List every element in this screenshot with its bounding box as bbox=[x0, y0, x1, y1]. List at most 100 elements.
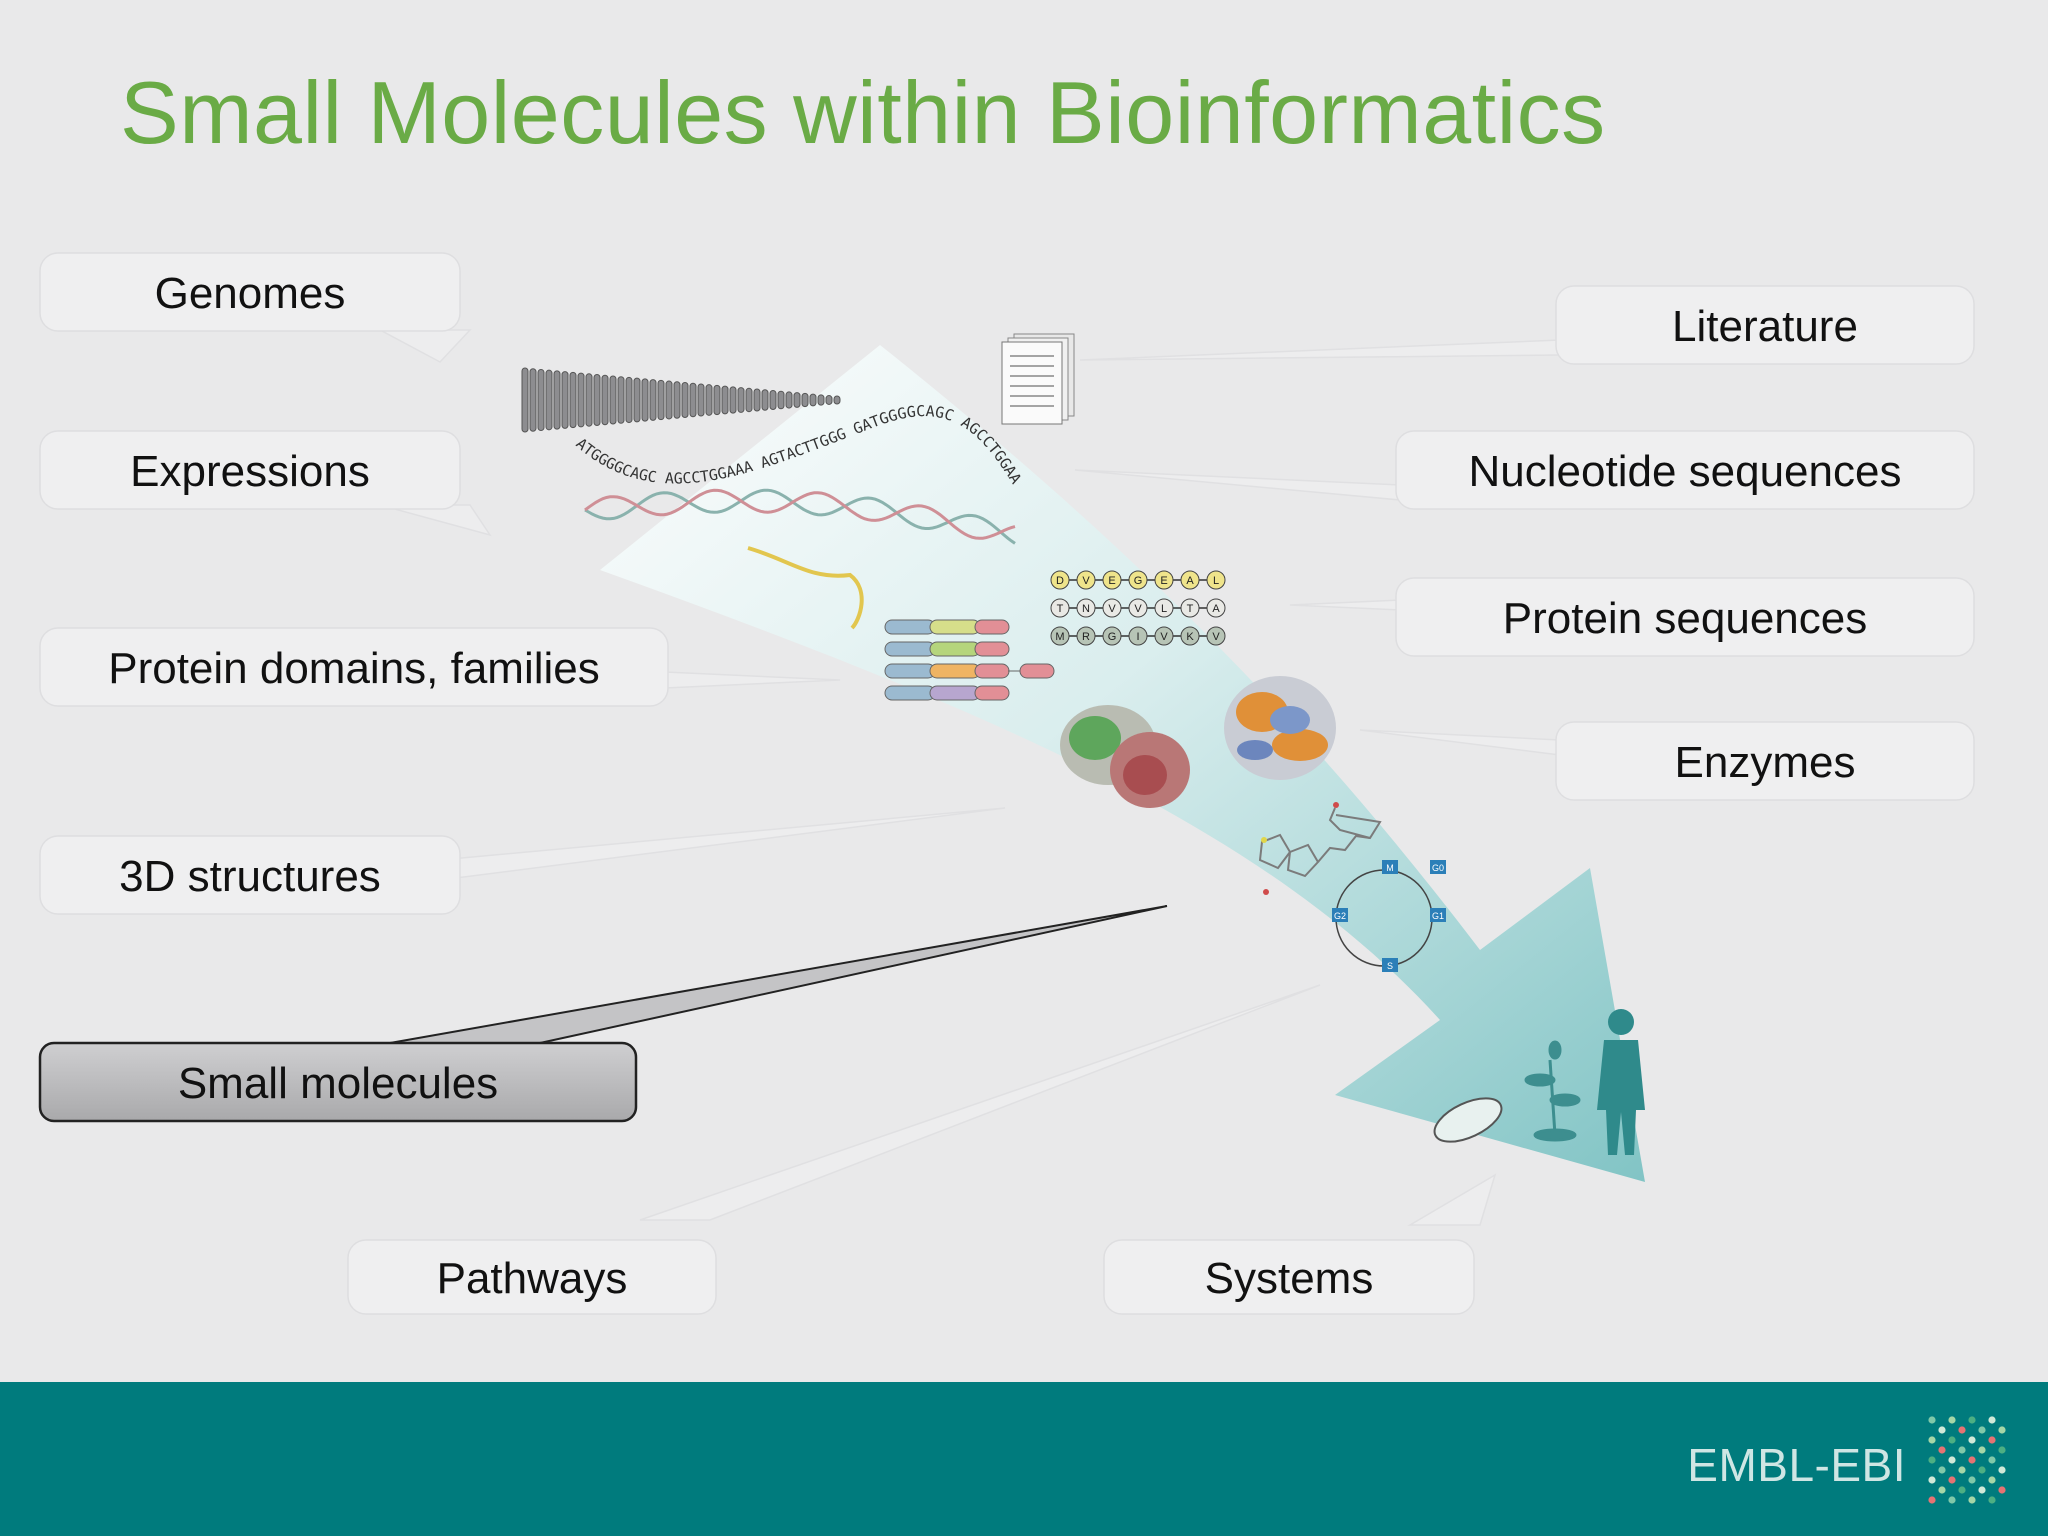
bacterium-icon bbox=[1433, 1097, 1503, 1143]
amino-acid-letter: V bbox=[1108, 603, 1116, 615]
amino-acid-letter: E bbox=[1160, 575, 1167, 587]
amino-acid-bead bbox=[1180, 626, 1200, 646]
callout-literature[interactable] bbox=[1555, 285, 1975, 365]
amino-acid-letter: K bbox=[1186, 631, 1194, 643]
chromosome-bar bbox=[537, 368, 545, 432]
plant-icon bbox=[1524, 1040, 1581, 1142]
chromosome-bar bbox=[601, 374, 609, 426]
chromosome-bar bbox=[633, 377, 641, 423]
chromosome-bar bbox=[625, 376, 633, 424]
chromosome-bar bbox=[737, 387, 745, 413]
logo-dot bbox=[1938, 1426, 1946, 1434]
chromosome-bar bbox=[545, 369, 553, 431]
chromosome-bar bbox=[641, 378, 649, 422]
chromosome-bar bbox=[705, 384, 713, 416]
amino-acid-bead bbox=[1180, 598, 1200, 618]
logo-dot bbox=[1978, 1446, 1986, 1454]
amino-acid-bead bbox=[1050, 598, 1070, 618]
logo-dot bbox=[1938, 1466, 1946, 1474]
label-genomes: Genomes bbox=[154, 269, 346, 318]
amino-acid-letter: T bbox=[1057, 603, 1064, 615]
label-expressions: Expressions bbox=[130, 447, 370, 496]
amino-acid-letter: V bbox=[1134, 603, 1142, 615]
callout-protein-sequences[interactable] bbox=[1395, 577, 1975, 657]
logo-dot bbox=[1928, 1416, 1936, 1424]
amino-acid-letter: D bbox=[1056, 575, 1064, 587]
chromosome-bar bbox=[713, 384, 721, 416]
amino-acid-bead bbox=[1076, 626, 1096, 646]
logo-dot bbox=[1948, 1436, 1956, 1444]
amino-acid-bead bbox=[1206, 626, 1226, 646]
logo-dot bbox=[1958, 1426, 1966, 1434]
chromosome-bar bbox=[753, 388, 761, 412]
logo-dot bbox=[1968, 1476, 1976, 1484]
amino-acid-bead bbox=[1102, 626, 1122, 646]
amino-acid-bead bbox=[1128, 598, 1148, 618]
logo-dot bbox=[1968, 1456, 1976, 1464]
amino-acid-letter: V bbox=[1082, 575, 1090, 587]
chromosome-bar bbox=[553, 370, 561, 430]
logo-dot bbox=[1928, 1436, 1936, 1444]
callout-protein-domains[interactable] bbox=[39, 627, 669, 707]
label-literature: Literature bbox=[1672, 302, 1858, 351]
amino-acid-bead bbox=[1180, 570, 1200, 590]
amino-acid-bead bbox=[1050, 570, 1070, 590]
amino-acid-letter: N bbox=[1082, 603, 1090, 615]
label-small-molecules: Small molecules bbox=[177, 1059, 499, 1108]
chromosome-bar bbox=[529, 368, 537, 432]
callout-pathways[interactable] bbox=[347, 1239, 717, 1315]
chromosome-bar bbox=[793, 392, 801, 408]
logo-dot bbox=[1978, 1426, 1986, 1434]
logo-dot bbox=[1958, 1446, 1966, 1454]
chromosome-bar bbox=[681, 382, 689, 418]
label-pathways: Pathways bbox=[436, 1254, 628, 1303]
chromosome-bar bbox=[657, 379, 665, 421]
chromosome-bar bbox=[825, 395, 833, 405]
chromosome-bar bbox=[521, 367, 529, 433]
chromosome-bar bbox=[561, 371, 569, 429]
chromosome-bar bbox=[729, 386, 737, 414]
callout-expressions[interactable] bbox=[39, 430, 461, 510]
amino-acid-bead bbox=[1076, 598, 1096, 618]
logo-dot bbox=[1978, 1466, 1986, 1474]
amino-acid-letter: A bbox=[1212, 603, 1220, 615]
slide-title: Small Molecules within Bioinformatics bbox=[120, 63, 1606, 162]
logo-dot bbox=[1988, 1436, 1996, 1444]
chromosome-bar bbox=[673, 381, 681, 419]
chromosome-bar bbox=[665, 380, 673, 420]
label-3d-structures: 3D structures bbox=[119, 852, 381, 901]
amino-acid-bead bbox=[1076, 570, 1096, 590]
label-protein-domains: Protein domains, families bbox=[108, 644, 600, 693]
amino-acid-letter: E bbox=[1108, 575, 1115, 587]
cell-cycle-phase-label: G2 bbox=[1334, 911, 1346, 921]
logo-dot bbox=[1948, 1416, 1956, 1424]
footer-bar: EMBL-EBI bbox=[0, 1382, 2048, 1536]
callout-small-molecules[interactable] bbox=[38, 1041, 638, 1123]
label-enzymes: Enzymes bbox=[1674, 738, 1856, 787]
small-molecule-structure bbox=[1258, 802, 1382, 895]
chromosome-bar bbox=[777, 390, 785, 410]
chromosome-bar bbox=[761, 389, 769, 411]
dna-helix bbox=[584, 488, 1016, 630]
amino-acid-letter: A bbox=[1186, 575, 1194, 587]
amino-acid-bead bbox=[1154, 598, 1174, 618]
logo-dot bbox=[1968, 1416, 1976, 1424]
chromosome-bar bbox=[617, 376, 625, 424]
amino-acid-letter: V bbox=[1212, 631, 1220, 643]
cell-cycle-phase-label: M bbox=[1386, 863, 1394, 873]
callout-nucleotide-sequences[interactable] bbox=[1395, 430, 1975, 510]
logo-dot bbox=[1938, 1446, 1946, 1454]
amino-acid-bead bbox=[1102, 570, 1122, 590]
callout-systems[interactable] bbox=[1103, 1239, 1475, 1315]
dna-sequence-text: ATGGGGCAGC AGCCTGGAAA AGTACTTGGG GATGGGG… bbox=[0, 0, 1025, 488]
callout-3d-structures[interactable] bbox=[39, 835, 461, 915]
callout-genomes[interactable] bbox=[39, 252, 461, 332]
protein-domain-capsules bbox=[884, 619, 1055, 701]
cell-cycle-phase-label: G1 bbox=[1432, 911, 1444, 921]
logo-dot bbox=[1928, 1496, 1936, 1504]
callout-enzymes[interactable] bbox=[1555, 721, 1975, 801]
logo-dot bbox=[1938, 1486, 1946, 1494]
amino-acid-letter: G bbox=[1134, 575, 1143, 587]
